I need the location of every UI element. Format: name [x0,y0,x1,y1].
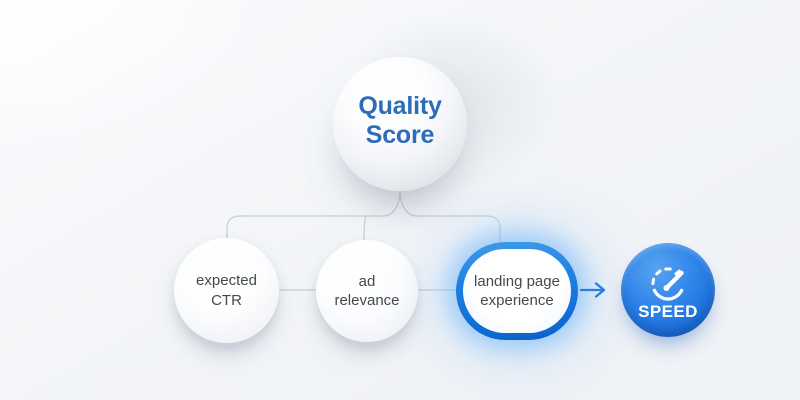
landing-page-experience-label: landing page experience [474,272,560,311]
speedometer-icon [651,267,684,300]
node-quality-score: Quality Score [333,57,467,191]
node-ad-relevance: ad relevance [316,240,418,342]
node-speed: SPEED [621,243,715,337]
node-landing-page-experience-highlighted: landing page experience [456,242,578,340]
ad-relevance-line1: ad [358,272,376,290]
quality-score-line2: Score [365,121,435,149]
connector-root-to-expected-ctr [226,190,401,240]
node-expected-ctr: expected CTR [174,238,279,343]
landing-page-line1: landing page [474,272,560,290]
expected-ctr-line2: CTR [211,291,242,309]
quality-score-label: Quality Score [358,92,442,150]
landing-page-experience-inner: landing page experience [463,249,571,333]
ad-relevance-line2: relevance [334,292,400,309]
expected-ctr-line1: expected [196,272,257,289]
expected-ctr-label: expected CTR [196,271,257,310]
quality-score-line1: Quality [358,92,442,120]
ad-relevance-label: ad relevance [334,272,399,311]
connector-root-to-ad-relevance [363,215,367,241]
arrow-head [594,282,606,298]
connector-root-to-landing-page [399,190,501,242]
landing-page-line2: experience [480,292,554,309]
speed-label: SPEED [638,301,698,321]
